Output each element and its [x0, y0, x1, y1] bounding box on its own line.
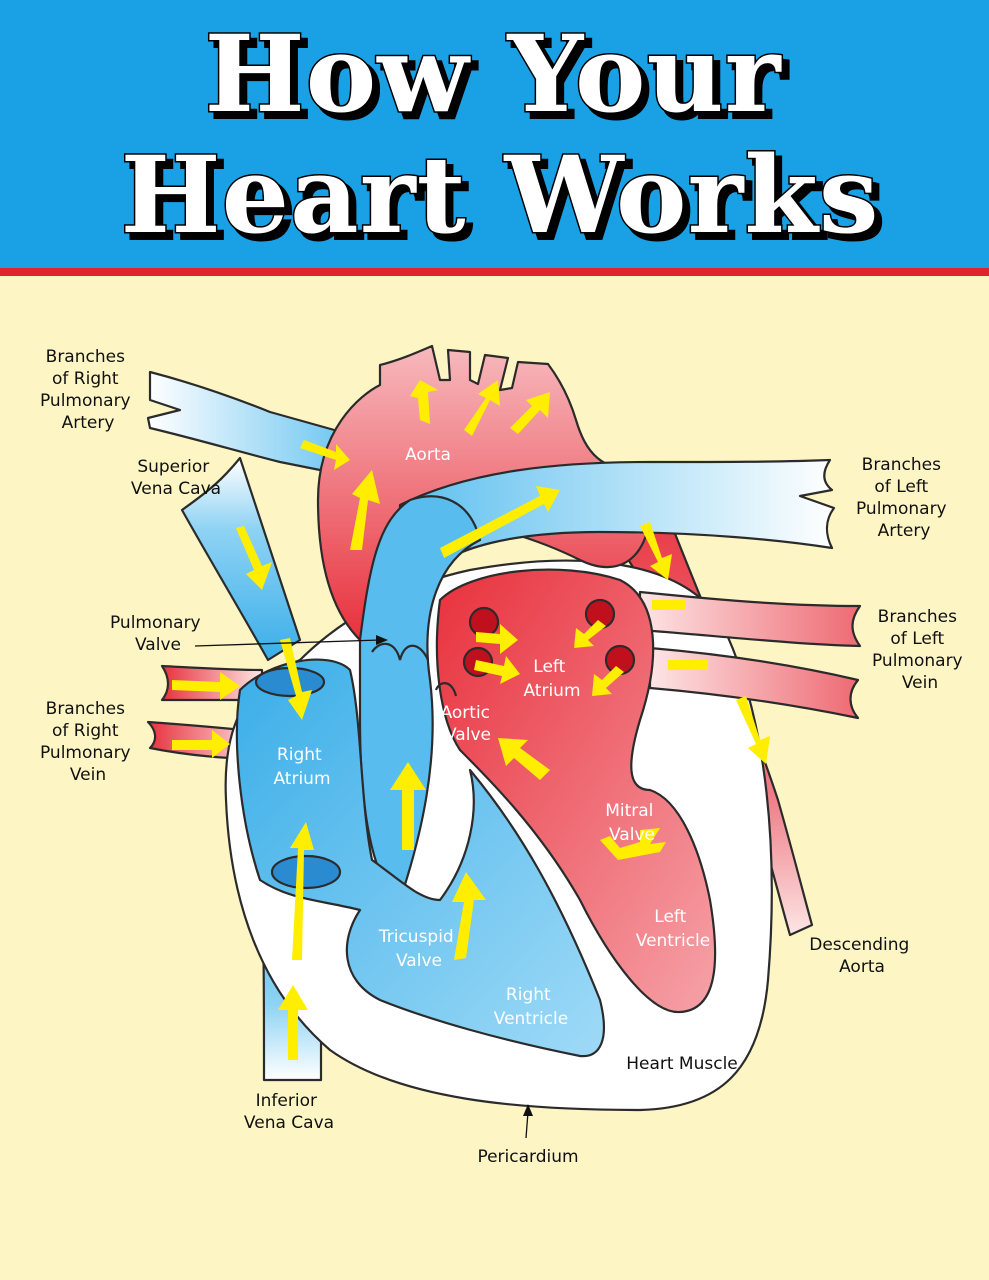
right-pulmonary-artery-branches: [146, 370, 372, 482]
flow-arrow-lv-up: [498, 738, 550, 780]
label-aortic-valve: Aortic Valve: [441, 703, 496, 745]
superior-vena-cava-vessel: [180, 456, 302, 662]
label-branches-left-pulmonary-artery: Branches of Left Pulmonary Artery: [856, 455, 952, 541]
left-pulmonary-vein-upper: [638, 590, 862, 648]
label-right-ventricle: Right Ventricle: [494, 985, 568, 1029]
flow-arrow-mitral: [600, 828, 666, 860]
aortic-valve-shape: [434, 682, 458, 697]
label-pulmonary-valve: Pulmonary Valve: [110, 613, 206, 655]
flow-arrow-right-vein-2: [172, 730, 230, 758]
flow-arrow-ivc-2: [290, 822, 314, 960]
blood-flow-arrows: [172, 380, 770, 1060]
label-mitral-valve: Mitral Valve: [605, 801, 659, 845]
flow-arrow-aorta-2: [410, 380, 438, 424]
leader-lines: [194, 635, 533, 1139]
title-banner: [0, 0, 989, 268]
title-graphic: How Your How Your Heart Works Heart Work…: [119, 10, 887, 266]
flow-arrow-svc-1: [236, 526, 272, 590]
label-right-atrium: Right Atrium: [273, 745, 330, 789]
title-line-2: Heart Works: [120, 132, 879, 257]
flow-arrow-svc-2: [280, 638, 312, 720]
flow-arrow-arch-left: [300, 440, 350, 470]
title-line-1: How Your: [204, 11, 781, 136]
flow-arrow-pa-1: [440, 486, 560, 558]
label-tricuspid-valve: Tricuspid Valve: [378, 927, 459, 971]
label-aorta: Aorta: [405, 445, 451, 465]
title-banner-stripe: [0, 268, 989, 276]
flow-arrow-la-4: [592, 666, 624, 696]
flow-arrow-left-vein-dash-2: [668, 660, 708, 670]
label-branches-right-pulmonary-vein: Branches of Right Pulmonary Vein: [40, 699, 136, 785]
label-inferior-vena-cava: Inferior Vena Cava: [244, 1091, 334, 1133]
label-descending-aorta: Descending Aorta: [809, 935, 914, 977]
pulmonary-valve-shape: [371, 642, 430, 661]
flow-arrow-left-vein-dash-1: [652, 600, 686, 610]
label-pericardium: Pericardium: [477, 1147, 578, 1167]
label-superior-vena-cava: Superior Vena Cava: [131, 457, 221, 499]
right-heart-chambers: [235, 658, 605, 1058]
pericardium-leader: [525, 1111, 529, 1139]
flow-arrow-aorta-3: [464, 380, 500, 436]
flow-arrow-desc-aorta-2: [736, 696, 770, 764]
label-left-atrium: Left Atrium: [523, 657, 580, 701]
flow-arrow-la-1: [476, 624, 518, 654]
pulmonary-valve-leader-arrowhead: [376, 635, 388, 645]
flow-arrow-la-2: [474, 656, 520, 684]
label-branches-right-pulmonary-artery: Branches of Right Pulmonary Artery: [40, 347, 136, 433]
flow-arrow-aorta-1: [350, 470, 380, 550]
outer-labels: Branches of Right Pulmonary Artery Super…: [40, 347, 968, 1167]
label-branches-left-pulmonary-vein: Branches of Left Pulmonary Vein: [872, 607, 968, 693]
flow-arrow-rv-up-2: [452, 872, 486, 960]
pulmonary-vein-opening-1: [468, 606, 500, 638]
inferior-valve-shape: [270, 854, 342, 890]
label-heart-muscle: Heart Muscle: [626, 1054, 738, 1074]
flow-arrow-aorta-4: [510, 392, 550, 434]
inner-labels: Aorta Right Atrium Left Atrium Aortic Va…: [273, 445, 710, 1029]
flow-arrow-right-vein-1: [172, 672, 240, 700]
heart-diagram: Branches of Right Pulmonary Artery Super…: [40, 344, 968, 1167]
flow-arrow-desc-aorta-1: [640, 522, 672, 580]
pericardium-leader-arrowhead: [523, 1104, 533, 1116]
pulmonary-valve-leader: [194, 639, 381, 647]
title-line-1-shadow: How Your: [210, 17, 787, 142]
title-line-2-shadow: Heart Works: [126, 138, 885, 263]
flow-arrow-ivc-1: [278, 985, 308, 1060]
label-left-ventricle: Left Ventricle: [636, 907, 710, 951]
flow-arrow-rv-up-1: [390, 762, 426, 850]
flow-arrow-la-3: [574, 620, 606, 648]
